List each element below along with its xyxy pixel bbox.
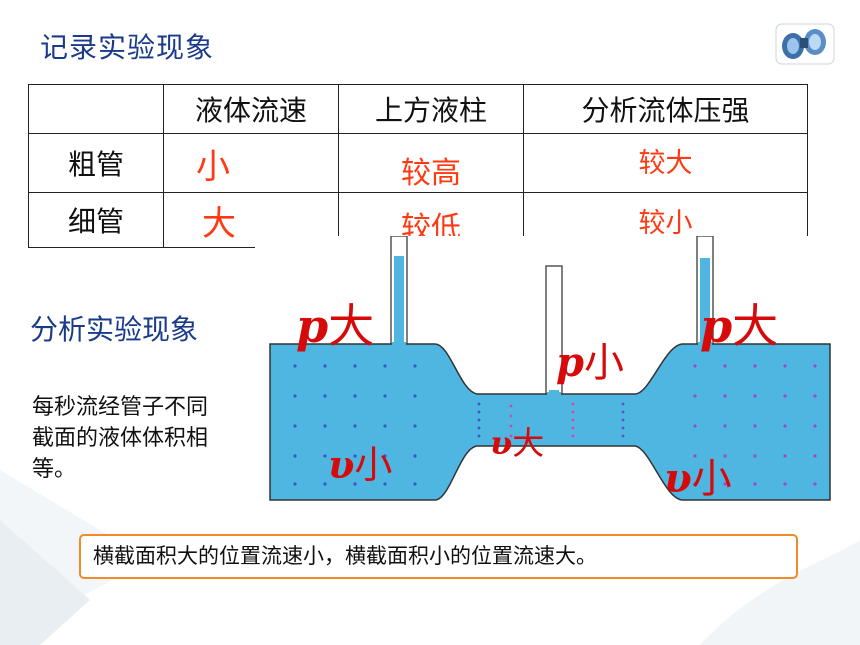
table-header-cell [28, 84, 164, 134]
table-header-cell: 分析流体压强 [523, 84, 808, 134]
right-pressure-label: p大 [700, 290, 778, 356]
pressure-cell: 较大 [523, 133, 808, 193]
speed-cell: 小 [163, 133, 339, 193]
velocity-symbol: υ [664, 455, 692, 502]
velocity-symbol: υ [490, 424, 513, 462]
pressure-symbol: p [556, 339, 584, 386]
pressure-text: 小 [583, 340, 624, 386]
row-label: 粗管 [28, 133, 164, 193]
row-label: 细管 [28, 192, 164, 248]
velocity-text: 大 [512, 424, 545, 462]
table-header-cell: 液体流速 [163, 84, 339, 134]
pressure-symbol: p [296, 299, 329, 353]
record-table: 液体流速 上方液柱 分析流体压强 粗管 小 较高 较大 细管 大 较低 较小 [28, 84, 808, 248]
column-cell: 较高 [338, 133, 524, 193]
analyze-section-title: 分析实验现象 [30, 313, 199, 346]
table-header-row: 液体流速 上方液柱 分析流体压强 [28, 84, 808, 134]
velocity-text: 小 [691, 456, 732, 502]
conclusion-box: 横截面积大的位置流速小，横截面积小的位置流速大。 [79, 534, 798, 579]
left-pressure-label: p大 [296, 290, 374, 356]
binoculars-icon [775, 23, 835, 65]
record-section-title: 记录实验现象 [40, 31, 215, 64]
right-velocity-label: υ小 [664, 446, 732, 504]
pressure-symbol: p [700, 299, 733, 353]
table-header-cell: 上方液柱 [338, 84, 524, 134]
table-row: 粗管 小 较高 较大 [28, 133, 808, 193]
pressure-text: 大 [732, 299, 779, 353]
velocity-symbol: υ [328, 442, 355, 487]
venturi-tube-diagram [255, 236, 855, 504]
middle-pressure-label: p小 [556, 330, 624, 388]
left-velocity-label: υ小 [328, 434, 392, 489]
pressure-text: 大 [328, 299, 375, 353]
velocity-text: 小 [354, 443, 393, 487]
explanation-note: 每秒流经管子不同截面的液体体积相等。 [32, 395, 209, 482]
middle-velocity-label: υ大 [490, 418, 544, 464]
